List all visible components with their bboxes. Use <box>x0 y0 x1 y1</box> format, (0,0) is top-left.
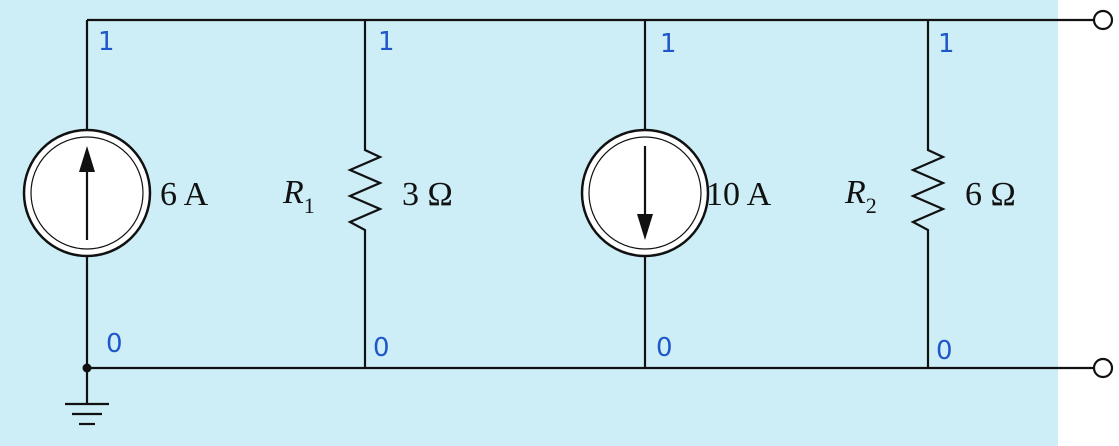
r1-name-label: R1 <box>282 174 315 218</box>
resistor-r1: R1 3 Ω <box>282 20 453 368</box>
resistor-r2: R2 6 Ω <box>844 20 1016 368</box>
arrow-down-icon <box>637 214 653 240</box>
r1-value-label: 3 Ω <box>402 176 453 213</box>
ground-icon <box>65 368 109 426</box>
r2-value-label: 6 Ω <box>965 176 1016 213</box>
bottom-terminal-icon <box>1092 357 1114 379</box>
current-source-6a: 6 A <box>22 20 209 368</box>
current-source-10a: 10 A <box>580 20 772 368</box>
annotation-bottom-3: 0 <box>656 333 673 363</box>
annotation-top-1: 1 <box>98 27 115 57</box>
annotation-bottom-1: 0 <box>106 329 123 359</box>
resistor-zigzag-icon <box>347 20 383 368</box>
top-terminal-icon <box>1092 9 1114 31</box>
annotation-bottom-2: 0 <box>373 333 390 363</box>
source1-value-label: 6 A <box>160 176 209 213</box>
resistor-zigzag-icon <box>910 20 946 368</box>
arrow-up-icon <box>79 146 95 172</box>
annotation-top-2: 1 <box>378 27 395 57</box>
diagram-background <box>0 0 1058 446</box>
annotation-bottom-4: 0 <box>936 336 953 366</box>
source2-value-label: 10 A <box>706 176 772 213</box>
r2-name-label: R2 <box>844 174 877 218</box>
annotation-top-3: 1 <box>660 29 677 59</box>
annotation-top-4: 1 <box>938 29 955 59</box>
